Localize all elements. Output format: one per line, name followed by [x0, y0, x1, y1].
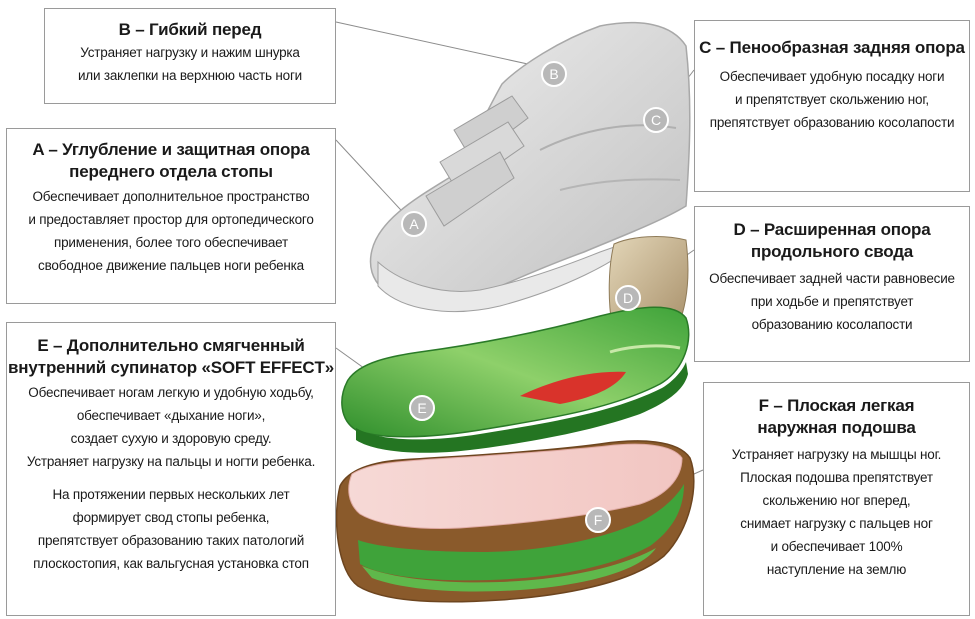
callout-c-line: Обеспечивает удобную посадку ноги — [710, 65, 955, 88]
callout-c: C – Пенообразная задняя опора Обеспечива… — [694, 20, 970, 192]
callout-f-line: снимает нагрузку с пальцев ног — [732, 512, 941, 535]
insole — [342, 307, 689, 453]
marker-d-icon: D — [616, 286, 640, 310]
callout-f-line: наступление на землю — [732, 558, 941, 581]
callout-e-body: Обеспечивает ногам легкую и удобную ходь… — [27, 381, 315, 575]
callout-f-line: скольжению ног вперед, — [732, 489, 941, 512]
callout-c-line: препятствует образованию косолапости — [710, 111, 955, 134]
callout-d-line: образованию косолапости — [709, 313, 955, 336]
callout-a: A – Углубление и защитная опора переднег… — [6, 128, 336, 304]
marker-b-icon: B — [542, 62, 566, 86]
callout-d: D – Расширенная опора продольного свода … — [694, 206, 970, 362]
callout-f-line: и обеспечивает 100% — [732, 535, 941, 558]
callout-b-title: B – Гибкий перед — [119, 19, 262, 41]
callout-a-title: A – Углубление и защитная опора переднег… — [32, 139, 309, 183]
callout-a-title-line: переднего отдела стопы — [32, 161, 309, 183]
callout-c-line: и препятствует скольжению ног, — [710, 88, 955, 111]
callout-a-title-line: A – Углубление и защитная опора — [32, 139, 309, 161]
callout-a-line: свободное движение пальцев ноги ребенка — [28, 254, 313, 277]
callout-e-line: обеспечивает «дыхание ноги», — [27, 404, 315, 427]
callout-d-line: при ходьбе и препятствует — [709, 290, 955, 313]
marker-e-label: E — [417, 400, 426, 416]
marker-a-icon: A — [402, 212, 426, 236]
marker-c-icon: C — [644, 108, 668, 132]
marker-f-icon: F — [586, 508, 610, 532]
callout-f-body: Устраняет нагрузку на мышцы ног. Плоская… — [732, 443, 941, 581]
callout-b-body: Устраняет нагрузку и нажим шнурка или за… — [78, 41, 302, 87]
callout-e-title-line: E – Дополнительно смягченный — [8, 335, 334, 357]
marker-b-label: B — [549, 66, 558, 82]
callout-f-line: Плоская подошва препятствует — [732, 466, 941, 489]
callout-d-body: Обеспечивает задней части равновесие при… — [709, 267, 955, 336]
callout-c-title: C – Пенообразная задняя опора — [699, 37, 965, 59]
callout-d-title: D – Расширенная опора продольного свода — [734, 219, 931, 263]
callout-f-title: F – Плоская легкая наружная подошва — [757, 395, 915, 439]
marker-a-label: A — [409, 216, 419, 232]
marker-f-label: F — [594, 512, 603, 528]
callout-c-body: Обеспечивает удобную посадку ноги и преп… — [710, 65, 955, 134]
callout-e-line: Обеспечивает ногам легкую и удобную ходь… — [27, 381, 315, 404]
callout-d-title-line: D – Расширенная опора — [734, 219, 931, 241]
marker-e-icon: E — [410, 396, 434, 420]
callout-b-line: или заклепки на верхнюю часть ноги — [78, 64, 302, 87]
callout-f: F – Плоская легкая наружная подошва Устр… — [703, 382, 970, 616]
callout-a-line: Обеспечивает дополнительное пространство — [28, 185, 313, 208]
callout-e-line: формирует свод стопы ребенка, — [27, 506, 315, 529]
callout-e-line: создает сухую и здоровую среду. — [27, 427, 315, 450]
callout-e-title: E – Дополнительно смягченный внутренний … — [8, 335, 334, 379]
callout-e-title-line: внутренний супинатор «SOFT EFFECT» — [8, 357, 334, 379]
marker-c-label: C — [651, 112, 661, 128]
callout-e-line: плоскостопия, как вальгусная установка с… — [27, 552, 315, 575]
outsole — [337, 441, 694, 602]
callout-f-title-line: наружная подошва — [757, 417, 915, 439]
callout-a-line: применения, более того обеспечивает — [28, 231, 313, 254]
callout-b-line: Устраняет нагрузку и нажим шнурка — [78, 41, 302, 64]
callout-e-line: препятствует образованию таких патологий — [27, 529, 315, 552]
callout-e: E – Дополнительно смягченный внутренний … — [6, 322, 336, 616]
callout-d-title-line: продольного свода — [734, 241, 931, 263]
callout-e-line: На протяжении первых нескольких лет — [27, 483, 315, 506]
callout-d-line: Обеспечивает задней части равновесие — [709, 267, 955, 290]
callout-e-line: Устраняет нагрузку на пальцы и ногти реб… — [27, 450, 315, 473]
callout-f-line: Устраняет нагрузку на мышцы ног. — [732, 443, 941, 466]
callout-b: B – Гибкий перед Устраняет нагрузку и на… — [44, 8, 336, 104]
callout-a-line: и предоставляет простор для ортопедическ… — [28, 208, 313, 231]
marker-d-label: D — [623, 290, 633, 306]
callout-f-title-line: F – Плоская легкая — [757, 395, 915, 417]
callout-a-body: Обеспечивает дополнительное пространство… — [28, 185, 313, 277]
